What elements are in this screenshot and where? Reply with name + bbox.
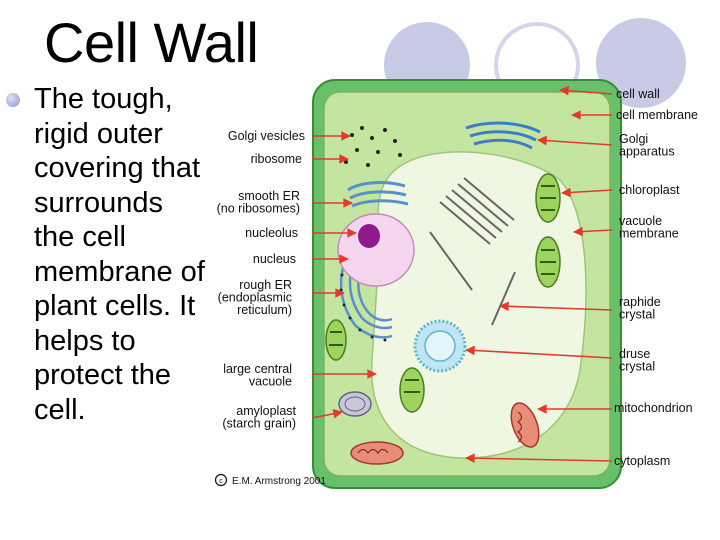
label-line: (endoplasmic <box>218 291 292 305</box>
label-cytoplasm: cytoplasm <box>614 454 670 468</box>
label-line: (no ribosomes) <box>217 202 300 216</box>
label-line: membrane <box>619 227 679 241</box>
right-pointer-arrows <box>465 85 613 463</box>
label-line: Golgi vesicles <box>228 129 305 143</box>
label-line: crystal <box>619 308 655 322</box>
raphide-crystals <box>429 177 516 326</box>
label-mitochondrion: mitochondrion <box>614 401 693 415</box>
label-nucleus: nucleus <box>253 252 296 266</box>
copyright-icon <box>214 473 228 487</box>
svg-text:c: c <box>219 478 223 485</box>
label-line: cell membrane <box>616 108 698 122</box>
label-line: raphide <box>619 295 661 309</box>
druse-crystal <box>413 319 467 373</box>
smooth-er <box>347 181 409 208</box>
nucleolus <box>358 224 380 248</box>
label-line: large central <box>223 362 292 376</box>
label-line: Golgi <box>619 132 648 146</box>
label-ribosome: ribosome <box>251 152 302 166</box>
label-smooth-er: smooth ER(no ribosomes) <box>217 189 300 216</box>
bullet-text: The tough, rigid outer covering that sur… <box>34 83 205 426</box>
label-amyloplast: amyloplast(starch grain) <box>222 404 296 431</box>
amyloplast <box>338 391 372 417</box>
thylakoid-stacks <box>329 185 556 393</box>
label-line: apparatus <box>619 145 675 159</box>
label-line: amyloplast <box>236 404 296 418</box>
label-line: ribosome <box>251 152 302 166</box>
label-line: druse <box>619 347 650 361</box>
label-line: (starch grain) <box>222 417 296 431</box>
label-line: nucleolus <box>245 226 298 240</box>
label-chloroplast: chloroplast <box>619 183 680 197</box>
label-cell-membrane: cell membrane <box>616 108 698 122</box>
slide-title: Cell Wall <box>44 11 259 74</box>
mitochondria <box>350 402 540 465</box>
mitochondria-cristae <box>357 411 523 455</box>
label-line: reticulum) <box>237 303 292 317</box>
credit: c E.M. Armstrong 2001 <box>214 473 326 487</box>
label-line: chloroplast <box>619 183 680 197</box>
label-line: nucleus <box>253 252 296 266</box>
left-pointer-arrows <box>311 131 377 419</box>
label-line: crystal <box>619 360 655 374</box>
label-line: smooth ER <box>238 189 300 203</box>
label-nucleolus: nucleolus <box>245 226 298 240</box>
label-line: vacuole <box>249 375 292 389</box>
label-line: vacuole <box>619 214 662 228</box>
label-cell-wall: cell wall <box>616 87 660 101</box>
golgi-apparatus <box>465 121 541 150</box>
label-line: cell wall <box>616 87 660 101</box>
label-line: cytoplasm <box>614 454 670 468</box>
label-line: mitochondrion <box>614 401 693 415</box>
nucleus <box>337 213 415 287</box>
label-line: rough ER <box>239 278 292 292</box>
label-golgi-vesicles: Golgi vesicles <box>228 129 305 143</box>
left-labels: Golgi vesicles ribosome smooth ER(no rib… <box>217 129 305 431</box>
credit-text: E.M. Armstrong 2001 <box>232 476 326 487</box>
bullet-icon <box>6 93 20 107</box>
